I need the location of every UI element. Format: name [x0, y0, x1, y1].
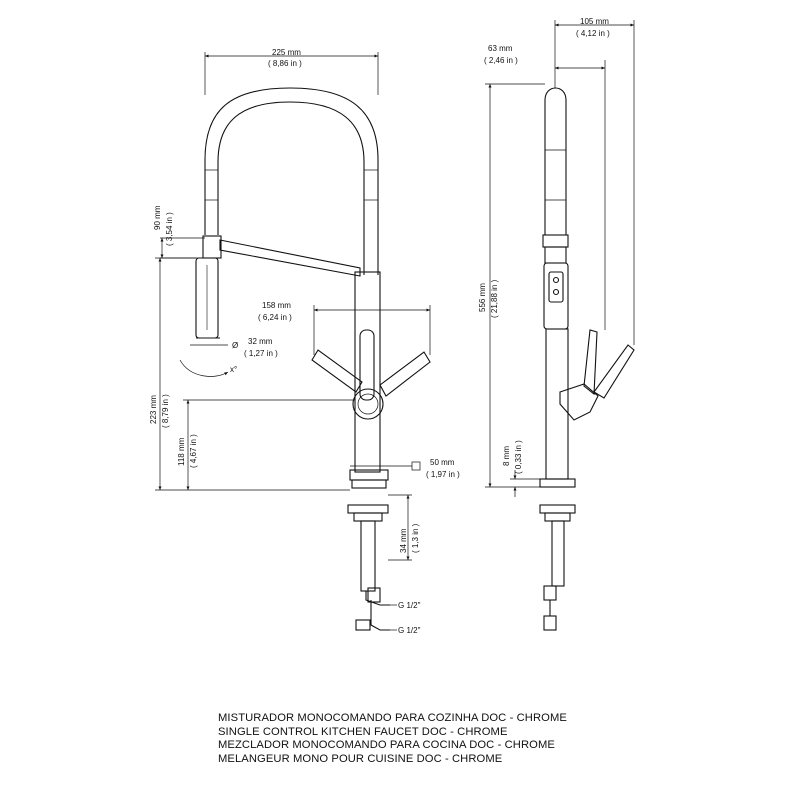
spray-head-mm-label: 90 mm [153, 205, 162, 230]
handle-wing-left [311, 349, 363, 393]
offset-in-label: ( 2,46 in ) [484, 56, 518, 65]
connection-1-label: G 1/2" [398, 601, 421, 610]
dim-spout-offset [555, 60, 606, 330]
side-body-column [545, 328, 569, 480]
depth-mm-label: 105 mm [580, 17, 609, 26]
spout-arch-inner [217, 101, 365, 275]
depth-in-label: ( 4,12 in ) [576, 29, 610, 38]
diameter-mm-label: 32 mm [248, 337, 273, 346]
dim-base-ring [510, 470, 540, 497]
handle-height-mm-label: 118 mm [177, 437, 186, 466]
side-view-labels: 105 mm ( 4,12 in ) 63 mm ( 2,46 in ) 556… [478, 17, 610, 474]
deck-in-label: ( 1,3 in ) [411, 523, 420, 553]
body-column [354, 271, 381, 473]
total-height-mm-label: 556 mm [478, 283, 487, 312]
handle-span-in-label: ( 6,24 in ) [258, 313, 292, 322]
side-shank [551, 520, 565, 587]
base-ring-mm-label: 8 mm [502, 446, 511, 466]
side-base [539, 478, 576, 488]
dim-deck-thickness [388, 494, 412, 561]
front-view [155, 52, 431, 631]
dim-depth [554, 20, 635, 345]
caption-pt: MISTURADOR MONOCOMANDO PARA COZINHA DOC … [218, 712, 567, 724]
handle-lever [359, 329, 375, 401]
side-fixing-nut [539, 504, 576, 514]
side-handle-wing [593, 344, 635, 399]
diameter-symbol: Ø [232, 341, 238, 350]
dim-base-square [350, 461, 421, 471]
width-in-label: ( 8,86 in ) [268, 59, 302, 68]
base-in-label: ( 1,97 in ) [426, 470, 460, 479]
swivel-angle-label: x° [230, 365, 237, 374]
swivel-angle-arc [179, 359, 229, 377]
base-ring-in-label: ( 0,33 in ) [514, 440, 523, 474]
handle-span-mm-label: 158 mm [262, 301, 291, 310]
spout-arch [204, 87, 379, 275]
side-spout [544, 87, 567, 235]
base-mm-label: 50 mm [430, 458, 455, 467]
hose-segment [205, 169, 378, 201]
dim-spout-height [155, 257, 350, 491]
supply-hose-1 [365, 591, 390, 606]
side-spray-collar [542, 234, 569, 248]
side-hose-2 [543, 615, 557, 631]
spray-arm [219, 239, 361, 277]
handle-hub [352, 388, 384, 420]
fixing-nut [347, 504, 389, 514]
caption-es: MEZCLADOR MONOCOMANDO PARA COCINA DOC - … [218, 739, 555, 751]
spray-head-in-label: ( 3,54 in ) [165, 212, 174, 246]
dim-width [204, 52, 379, 95]
spray-head [202, 235, 222, 259]
dim-handle-span [313, 305, 431, 355]
side-view [485, 20, 635, 631]
dim-handle-height [183, 399, 355, 490]
total-height-in-label: ( 21,88 in ) [490, 279, 499, 318]
spout-height-in-label: ( 8,79 in ) [161, 394, 170, 428]
diameter-in-label: ( 1,27 in ) [244, 349, 278, 358]
side-handle-lever [583, 329, 598, 396]
spout-height-mm-label: 223 mm [149, 395, 158, 424]
width-mm-label: 225 mm [272, 48, 301, 57]
product-caption: MISTURADOR MONOCOMANDO PARA COZINHA DOC … [218, 712, 718, 766]
caption-fr: MELANGEUR MONO POUR CUISINE DOC - CHROME [218, 752, 503, 765]
handle-wing-right [379, 351, 431, 397]
supply-hose-2 [370, 600, 390, 631]
side-spray-head [543, 262, 569, 330]
connection-2-label: G 1/2" [398, 626, 421, 635]
front-view-labels: 225 mm ( 8,86 in ) 90 mm ( 3,54 in ) 158… [149, 48, 460, 635]
offset-mm-label: 63 mm [488, 44, 513, 53]
dim-total-height [485, 83, 545, 488]
caption-en: SINGLE CONTROL KITCHEN FAUCET DOC - CHRO… [218, 725, 508, 738]
handle-height-in-label: ( 4,67 in ) [189, 434, 198, 468]
shank [360, 520, 376, 592]
side-spray-buttons [548, 271, 564, 303]
side-hose-1 [543, 585, 557, 601]
deck-mm-label: 34 mm [399, 528, 408, 553]
side-handle [559, 383, 599, 421]
